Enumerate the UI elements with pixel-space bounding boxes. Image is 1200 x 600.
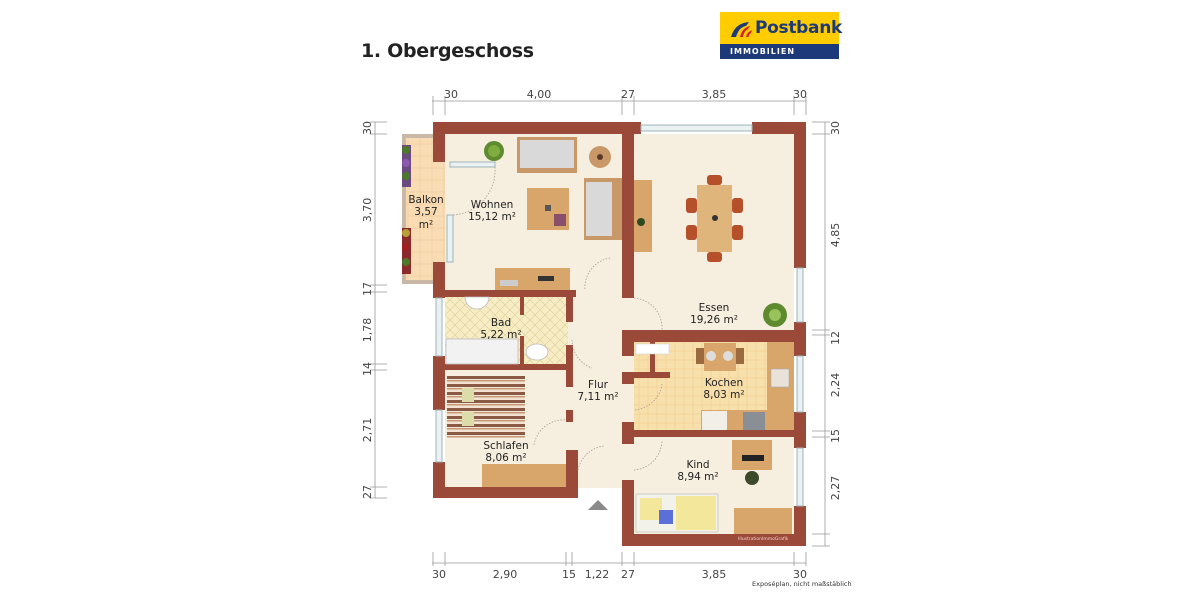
dim-right-4: 15 [829,429,842,443]
window-kind [796,447,804,507]
dim-bottom-1: 2,90 [493,568,518,581]
dimension-top-labels: 30 4,00 27 3,85 30 [444,88,807,101]
room-area-kochen: 8,03 m² [703,389,744,401]
dim-right-3: 2,24 [829,373,842,398]
dim-left-2: 17 [361,282,374,296]
dim-bottom-6: 30 [793,568,807,581]
window-kitchen [796,355,804,413]
room-name-kochen: Kochen [705,377,743,389]
windows [435,124,804,507]
furniture-kochen [635,342,794,430]
room-name-kind: Kind [686,459,709,471]
room-name-flur: Flur [588,379,609,391]
room-area-balkon: 3,57 [414,206,437,218]
wardrobe [482,464,566,487]
dim-left-5: 2,71 [361,418,374,443]
toilet-icon [525,343,549,361]
illustration-credit: IllustrationImmoGrafik [738,537,789,542]
dim-right-5: 2,27 [829,476,842,501]
dimension-left [370,121,387,499]
room-unit-balkon: m² [419,219,433,231]
postbank-swoosh-icon [731,22,752,37]
entrance-arrow-icon [588,500,608,510]
postbank-logo: Postbank IMMOBILIEN [720,12,843,59]
dim-left-6: 27 [361,485,374,499]
logo-name: Postbank [755,18,843,38]
dim-top-1: 4,00 [527,88,552,101]
dim-bottom-2: 15 [562,568,576,581]
dim-top-3: 3,85 [702,88,727,101]
door-swings [452,166,663,471]
logo-subtitle: IMMOBILIEN [720,44,839,59]
dimension-right [812,121,830,547]
dimension-left-labels: 30 3,70 17 1,78 14 2,71 27 [361,121,374,499]
dimension-right-labels: 30 4,85 12 2,24 15 2,27 [829,121,842,500]
window-essen-right [796,267,804,323]
dimension-top [432,96,807,115]
room-name-balkon: Balkon [408,194,443,206]
dim-right-1: 4,85 [829,223,842,248]
room-name-schlafen: Schlafen [483,440,528,452]
furniture-kind [635,440,792,534]
dim-left-3: 1,78 [361,318,374,343]
dimension-bottom [432,552,807,566]
dim-top-0: 30 [444,88,458,101]
room-area-bad: 5,22 m² [480,329,521,341]
balcony-flower-boxes [402,145,411,274]
dim-bottom-0: 30 [432,568,446,581]
window-bad [435,297,443,357]
room-name-wohnen: Wohnen [471,199,514,211]
window-essen-top [640,124,753,132]
window-wohnen [446,214,454,263]
dim-left-4: 14 [361,362,374,376]
room-area-wohnen: 15,12 m² [468,211,516,223]
furniture-schlafen [447,376,566,487]
dim-right-2: 12 [829,331,842,345]
page-title: 1. Obergeschoss [361,40,534,62]
room-labels: Balkon 3,57 m² Wohnen 15,12 m² Essen 19,… [408,194,744,483]
furniture-wohnen [484,137,622,290]
dim-top-2: 27 [621,88,635,101]
tv-sideboard [495,268,570,290]
scale-note: Exposéplan, nicht maßstäblich [752,580,852,588]
sideboard [634,180,652,252]
room-area-kind: 8,94 m² [677,471,718,483]
furniture-bad [445,296,549,365]
balcony-door [449,161,496,168]
walls [433,122,806,546]
kids-dresser [734,508,792,534]
stove-icon [743,412,765,430]
shelf [635,343,670,355]
window-schlafen [435,409,443,463]
dim-bottom-4: 27 [621,568,635,581]
dim-left-0: 30 [361,121,374,135]
dim-bottom-3: 1,22 [585,568,610,581]
room-area-essen: 19,26 m² [690,314,738,326]
logo-yellow-band: Postbank [720,12,843,44]
room-area-schlafen: 8,06 m² [485,452,526,464]
dim-bottom-5: 3,85 [702,568,727,581]
kitchen-sink-icon [770,368,790,388]
room-name-essen: Essen [699,302,730,314]
room-area-flur: 7,11 m² [577,391,618,403]
sink-icon [464,296,490,310]
furniture-essen [634,175,787,327]
dimension-bottom-labels: 30 2,90 15 1,22 27 3,85 30 [432,568,807,581]
dim-left-1: 3,70 [361,198,374,223]
room-name-bad: Bad [491,317,511,329]
bathtub [445,338,519,365]
dim-right-0: 30 [829,121,842,135]
chair-icon [745,471,759,485]
dim-top-4: 30 [793,88,807,101]
double-bed [447,376,525,438]
